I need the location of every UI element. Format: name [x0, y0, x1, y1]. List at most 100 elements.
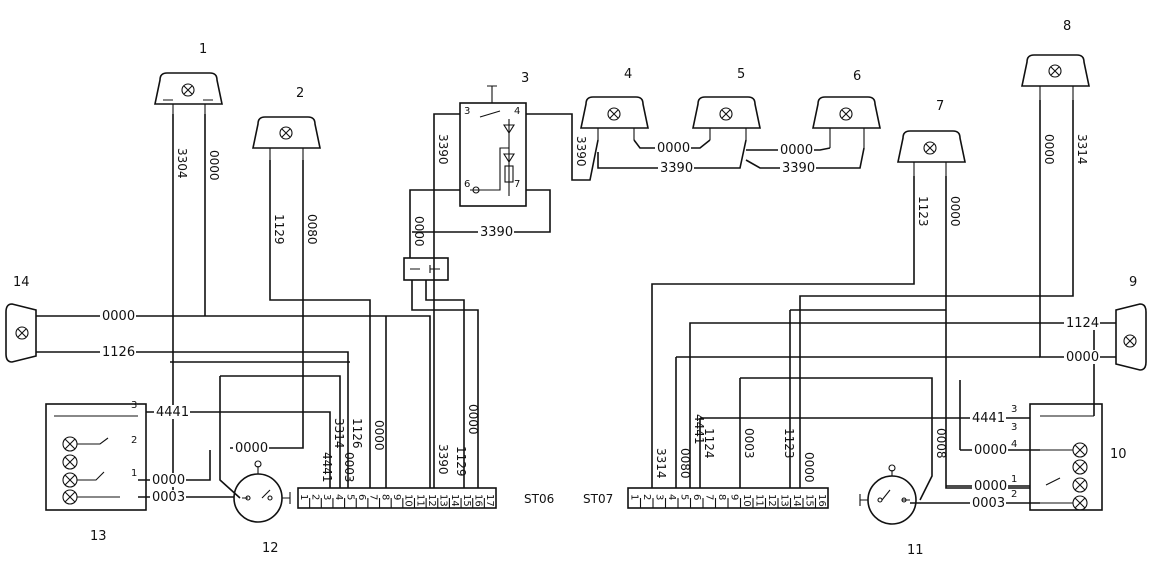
lamp-4 — [580, 96, 649, 140]
connector-pin: 3 — [321, 494, 332, 500]
connector-pin: 2 — [309, 494, 320, 500]
wire-label-3314-st07: 3314 — [654, 448, 668, 479]
wire-label-0003-panel10: 0003 — [972, 496, 1005, 511]
component-label-10: 10 — [1110, 447, 1127, 462]
lamp-9 — [1115, 303, 1147, 371]
panel13-pin-2: 2 — [131, 435, 137, 446]
wire-label-3314-st06: 3314 — [332, 418, 346, 449]
connector-pin: 14 — [791, 494, 802, 507]
wire-label-0080: 0080 — [305, 214, 319, 245]
wire-label-0000-st06: 0000 — [372, 420, 386, 451]
connector-pin: 16 — [473, 494, 484, 507]
wire-label-0003-st06: 0003 — [342, 452, 356, 483]
connector-pin: 11 — [414, 494, 425, 507]
wire-label-0000-lamp1: 0000 — [207, 150, 221, 181]
component-label-7: 7 — [936, 99, 944, 114]
connector-pin: 16 — [816, 494, 827, 507]
wire-label-3390-chain1: 3390 — [660, 161, 693, 176]
component-label-13: 13 — [90, 529, 107, 544]
component-label-4: 4 — [624, 67, 632, 82]
relay-pin-7: 7 — [514, 179, 520, 190]
component-label-1: 1 — [199, 42, 207, 57]
wire-label-1129-st06: 1129 — [454, 446, 468, 477]
wire-label-3304: 3304 — [175, 148, 189, 179]
wire-label-1123-top: 1123 — [916, 196, 930, 227]
switch-panel-13 — [45, 403, 147, 511]
connector-pin: 12 — [766, 494, 777, 507]
wire-label-3390-chain2: 3390 — [782, 161, 815, 176]
wires — [36, 100, 1116, 504]
switch-pin-labels: 3 2 1 3 3 4 1 2 — [131, 400, 1017, 500]
connector-pin: 1 — [628, 494, 639, 500]
wire-label-0000-st07: 0000 — [802, 452, 816, 483]
component-label-6: 6 — [853, 69, 861, 84]
wire-label-0000-lamp8: 0000 — [1042, 134, 1056, 165]
connector-pin: 6 — [356, 494, 367, 500]
connector-pin: 15 — [803, 494, 814, 507]
connector-pin: 10 — [403, 494, 414, 507]
wire-label-0000-lamp9: 0000 — [1066, 350, 1099, 365]
panel13-pin-3: 3 — [131, 400, 137, 411]
lamp-6 — [812, 96, 881, 148]
wire-label-0008-st07: 0008 — [934, 428, 948, 459]
wire-label-3314-top: 3314 — [1075, 134, 1089, 165]
lamp-14 — [5, 303, 37, 363]
connector-pin: 13 — [778, 494, 789, 507]
wire-label-4441-st06: 4441 — [320, 452, 334, 483]
wire-label-4441-st07: 4441 — [692, 414, 706, 445]
wire-label-3390-right: 3390 — [574, 136, 588, 167]
wire-label-1126-st06: 1126 — [350, 418, 364, 449]
wire-label-1124-st07: 1124 — [702, 428, 716, 459]
wire-label-0000-st06b: 0000 — [466, 404, 480, 435]
panel10-pin-4: 4 — [1011, 439, 1017, 450]
connector-pin: 8 — [379, 494, 390, 500]
component-label-5: 5 — [737, 67, 745, 82]
wire-label-0080-st07: 0080 — [678, 448, 692, 479]
fuse-box — [403, 257, 449, 281]
component-label-12: 12 — [262, 541, 279, 556]
connector-pin: 3 — [653, 494, 664, 500]
switch-panel-10 — [1029, 403, 1103, 511]
connector-pin: 4 — [333, 494, 344, 500]
component-label-14: 14 — [13, 275, 30, 290]
connector-pin: 5 — [344, 494, 355, 500]
wire-label-4441-panel13: 4441 — [156, 405, 189, 420]
connector-pin: 2 — [641, 494, 652, 500]
relay-pin-4: 4 — [514, 106, 520, 117]
wire-label-1123-st07: 1123 — [782, 428, 796, 459]
connector-pin: 7 — [368, 494, 379, 500]
wire-label-0000-panel10b: 0000 — [974, 479, 1007, 494]
component-label-11: 11 — [907, 543, 924, 558]
lamp-8 — [1021, 54, 1090, 100]
connector-pin: 4 — [666, 494, 677, 500]
wire-label-0003-st07: 0003 — [742, 428, 756, 459]
wire-label-0003-panel13: 0003 — [152, 490, 185, 505]
connector-pin: 1 — [298, 494, 309, 500]
component-numbers: 1 2 3 4 5 6 7 8 9 10 11 12 13 14 — [13, 19, 1137, 558]
connector-pin: 17 — [484, 494, 495, 507]
wire-label-0000-panel10: 0000 — [974, 443, 1007, 458]
wire-label-0000-chain2: 0000 — [780, 143, 813, 158]
connector-pin: 11 — [753, 494, 764, 507]
panel10-pin-1: 1 — [1011, 474, 1017, 485]
wire-label-1129: 1129 — [272, 214, 286, 245]
wire-label-0000-chain1: 0000 — [657, 141, 690, 156]
wire-label-1124-lamp9: 1124 — [1066, 316, 1099, 331]
lamp-1 — [154, 72, 223, 114]
connector-pin: 14 — [449, 494, 460, 507]
connector-pin: 10 — [741, 494, 752, 507]
panel10-pin-2: 2 — [1011, 489, 1017, 500]
connector-pin: 5 — [678, 494, 689, 500]
component-label-9: 9 — [1129, 275, 1137, 290]
wire-label-0000-lamp14: 0000 — [102, 309, 135, 324]
wire-label-0000-panel13b: 0000 — [152, 473, 185, 488]
component-label-8: 8 — [1063, 19, 1071, 34]
wire-label-3390-relay: 3390 — [436, 134, 450, 165]
connector-st06-label: ST06 — [524, 492, 554, 506]
vertical-wire-labels: 3304 0000 1129 0080 3390 0000 3390 1123 … — [175, 134, 1089, 483]
panel13-pin-1: 1 — [131, 468, 137, 479]
component-label-2: 2 — [296, 86, 304, 101]
wire-label-0000-relay: 0000 — [412, 216, 426, 247]
